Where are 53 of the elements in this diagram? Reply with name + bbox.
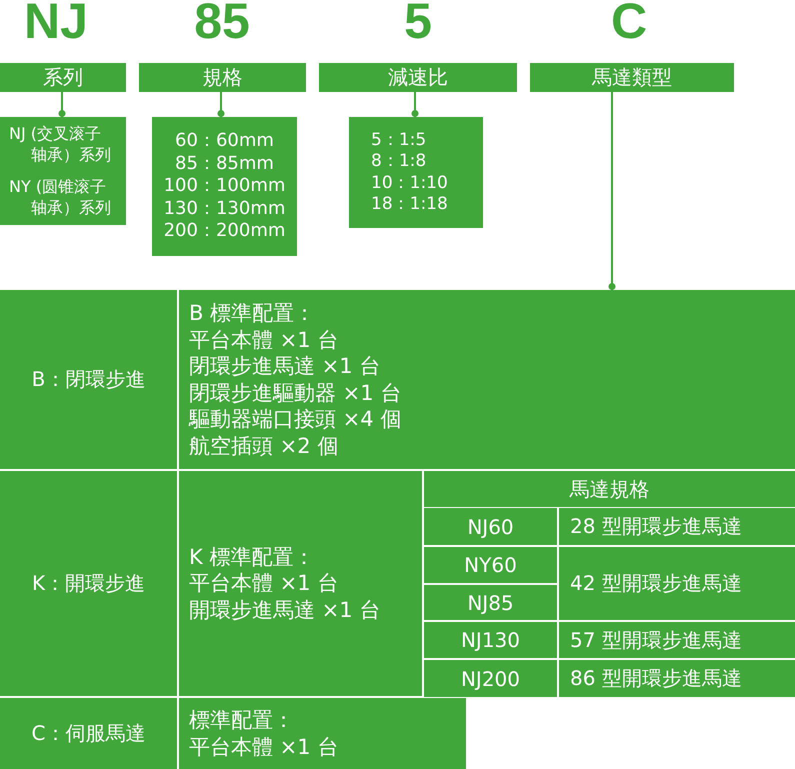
list-item: 18：1:18 xyxy=(371,194,449,216)
table-cell: NJ130 xyxy=(424,622,557,658)
list-item: 平台本體 ×1 台 xyxy=(189,326,338,353)
table-cell: NJ200 xyxy=(424,660,557,697)
table-cell: C：伺服馬達 xyxy=(0,698,177,769)
cell-heading: B 標準配置： xyxy=(189,300,316,326)
table-cell: 42 型開環步進馬達 xyxy=(559,547,795,620)
table-cell: NJ85 xyxy=(424,585,557,620)
list-item: 130：130mm xyxy=(164,198,286,220)
table-cell xyxy=(179,471,422,696)
connector-line xyxy=(218,92,224,117)
list-item: 閉環步進馬達 ×1 台 xyxy=(189,353,380,380)
list-item: 驅動器端口接頭 ×4 個 xyxy=(189,406,402,432)
list-item: NY (圆锥滚子轴承）系列 xyxy=(9,176,112,218)
header-bar: 馬達類型 xyxy=(530,63,734,92)
table-cell: K：開環步進 xyxy=(0,471,177,696)
cell-heading: K 標準配置： xyxy=(189,544,314,570)
table-cell: B：閉環步進 xyxy=(0,290,177,469)
table-cell: 馬達規格 xyxy=(424,471,795,507)
list-item: 100：100mm xyxy=(164,175,286,198)
list-item: 航空插頭 ×2 個 xyxy=(189,432,338,459)
list-item: 5：1:5 xyxy=(371,130,428,151)
info-box xyxy=(349,117,483,228)
connector-line xyxy=(412,92,418,117)
cell-heading: 標準配置： xyxy=(189,707,294,734)
table-cell: 28 型開環步進馬達 xyxy=(559,508,795,545)
info-box xyxy=(152,117,297,256)
list-item: 85：85mm xyxy=(175,152,274,176)
list-item: 開環步進馬達 ×1 台 xyxy=(189,596,380,624)
header-bar: 規格 xyxy=(139,63,306,92)
code-text: NJ xyxy=(24,1,88,41)
list-item: 10：1:10 xyxy=(371,172,449,194)
code-text: 5 xyxy=(404,1,432,41)
connector-line xyxy=(58,92,66,117)
header-bar: 減速比 xyxy=(319,63,517,92)
list-item: 60：60mm xyxy=(175,130,274,153)
info-box xyxy=(0,117,126,225)
code-text: C xyxy=(610,1,648,41)
table-cell: 57 型開環步進馬達 xyxy=(559,622,795,658)
header-bar: 系列 xyxy=(0,63,126,92)
list-item: 平台本體 ×1 台 xyxy=(189,570,338,597)
connector-line xyxy=(608,92,616,290)
table-cell: NY60 xyxy=(424,547,557,583)
table-cell xyxy=(179,698,466,769)
table-cell: NJ60 xyxy=(424,508,557,545)
code-text: 85 xyxy=(194,1,250,41)
list-item: 平台本體 ×1 台 xyxy=(189,734,338,760)
list-item: 200：200mm xyxy=(164,220,286,243)
table-cell: 86 型開環步進馬達 xyxy=(559,660,795,697)
list-item: 8：1:8 xyxy=(371,151,428,172)
list-item: 閉環步進驅動器 ×1 台 xyxy=(189,380,402,406)
list-item: NJ (交叉滚子轴承）系列 xyxy=(9,123,112,165)
table-cell xyxy=(179,290,795,469)
